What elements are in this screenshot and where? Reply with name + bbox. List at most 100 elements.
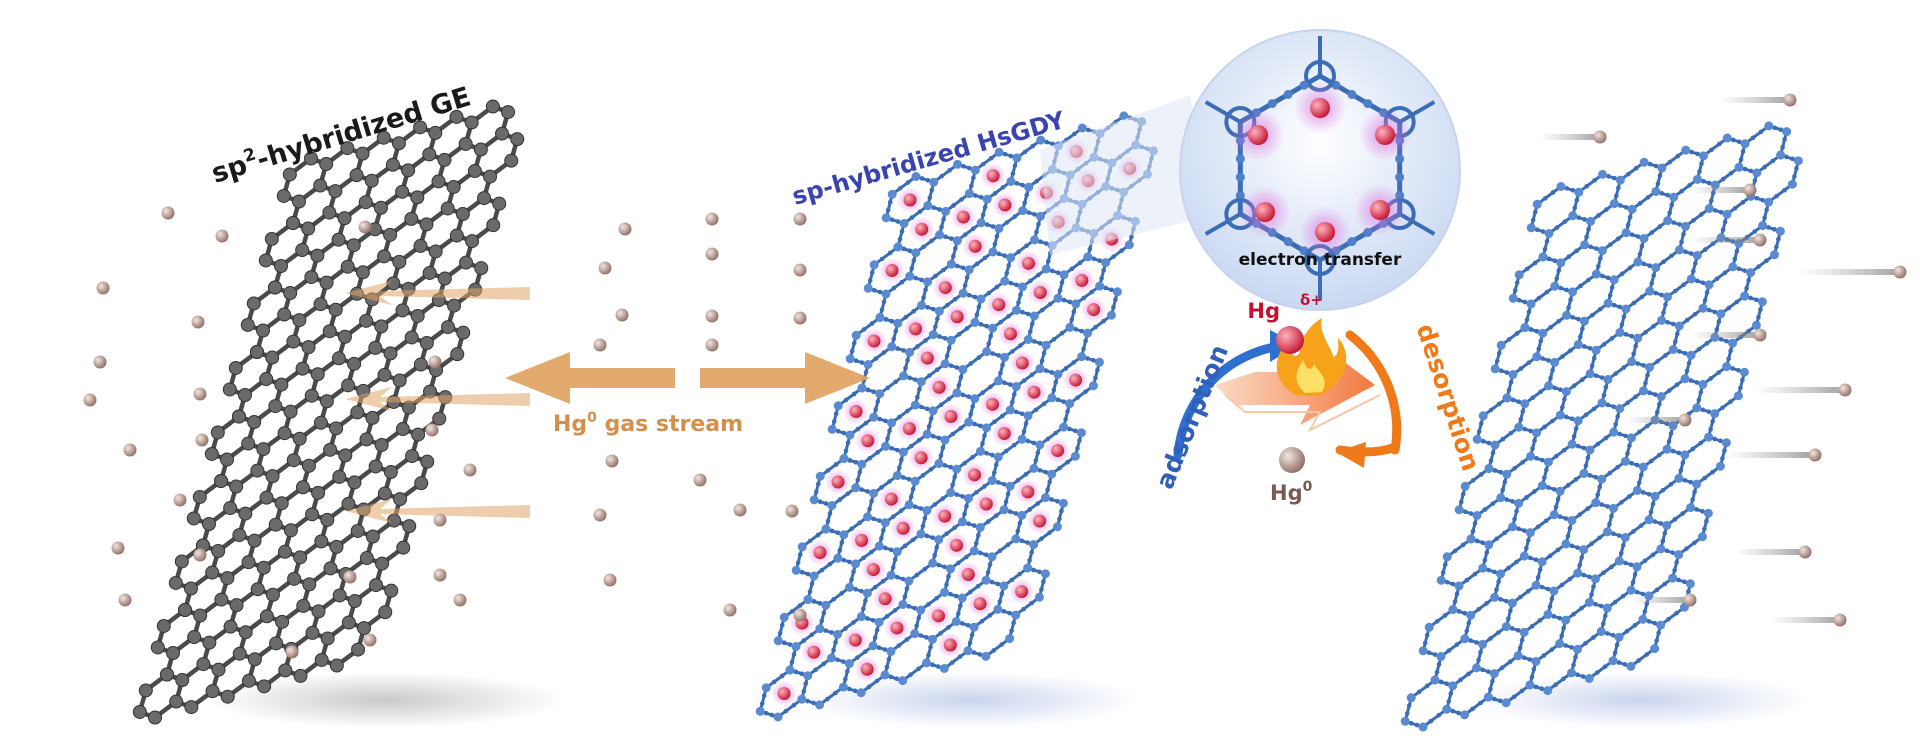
acetylene-node [1008, 280, 1013, 286]
acetylene-node [1545, 586, 1551, 592]
acetylene-node [1500, 487, 1506, 493]
bond [1511, 355, 1539, 376]
acetylene-node [897, 414, 902, 420]
carbon-atom [999, 505, 1009, 515]
acetylene-node [1545, 485, 1551, 490]
acetylene-node [1772, 227, 1777, 232]
carbon-atom [1740, 291, 1750, 301]
acetylene-node [928, 644, 933, 650]
carbon-atom [274, 259, 288, 273]
carbon-atom [1704, 280, 1714, 290]
hg-atom-desorbed [1753, 233, 1767, 247]
hg-atom-gas [693, 473, 707, 487]
carbon-atom [946, 259, 956, 269]
hg-ion-adsorbed [931, 609, 945, 623]
carbon-atom [1065, 399, 1075, 409]
hg-ion-adsorbed [956, 210, 970, 224]
acetylene-node [1530, 446, 1535, 451]
hg-ion-adsorbed [944, 409, 958, 423]
carbon-atom [283, 523, 298, 538]
carbon-atom [916, 377, 926, 387]
carbon-atom [410, 308, 425, 323]
acetylene-node [1444, 579, 1450, 585]
acetylene-node [987, 562, 993, 567]
acetylene-node [1653, 392, 1658, 397]
bond [937, 520, 964, 542]
acetylene-node [951, 203, 956, 208]
acetylene-node [1472, 521, 1478, 526]
carbon-atom [420, 454, 435, 469]
carbon-atom [277, 307, 292, 322]
acetylene-node [1640, 591, 1646, 597]
carbon-atom [1041, 340, 1051, 350]
acetylene-node [1599, 502, 1604, 507]
acetylene-node [1722, 219, 1728, 225]
carbon-atom [845, 354, 855, 364]
acetylene-node [845, 491, 851, 496]
carbon-atom [963, 646, 973, 656]
acetylene-node [1460, 542, 1466, 548]
bond [1618, 389, 1645, 411]
bond [955, 221, 983, 243]
bond [1104, 243, 1131, 265]
acetylene-node [1488, 458, 1494, 463]
acetylene-node [1656, 402, 1662, 407]
acetylene-node [867, 278, 873, 283]
acetylene-node [890, 565, 896, 570]
acetylene-node [1008, 382, 1013, 387]
acetylene-node [919, 277, 924, 283]
hg-atom-gas [705, 247, 719, 261]
carbon-atom [952, 236, 962, 246]
acetylene-node [1011, 442, 1017, 448]
acetylene-node [984, 222, 990, 227]
acetylene-node [1665, 319, 1670, 325]
acetylene-node [1472, 571, 1478, 577]
acetylene-node [849, 348, 855, 354]
carbon-atom [1501, 622, 1511, 632]
acetylene-node [1504, 598, 1509, 604]
acetylene-node [1569, 543, 1575, 549]
acetylene-node [913, 377, 918, 382]
hg-atom-gas [603, 573, 617, 587]
acetylene-node [1666, 388, 1672, 393]
carbon-atom [413, 120, 428, 135]
hg-ion-adsorbed [938, 509, 952, 523]
acetylene-node [1587, 574, 1592, 580]
acetylene-node [807, 538, 813, 544]
carbon-atom [1680, 374, 1690, 384]
hg-trail [1690, 187, 1750, 193]
hg-trail [1690, 237, 1760, 243]
carbon-atom [346, 238, 361, 253]
carbon-atom [833, 553, 843, 563]
carbon-atom [311, 485, 326, 500]
carbon-atom [951, 617, 961, 627]
carbon-atom [1662, 444, 1672, 454]
carbon-atom [449, 228, 464, 243]
carbon-atom [347, 475, 362, 490]
carbon-atom [1483, 692, 1493, 702]
acetylene-node [1581, 445, 1587, 451]
carbon-atom [1023, 563, 1033, 573]
acetylene-node [866, 684, 872, 690]
hg-atom-gas [705, 338, 719, 352]
acetylene-node [897, 186, 903, 191]
acetylene-node [1576, 215, 1582, 220]
acetylene-node [1684, 546, 1689, 551]
carbon-atom [999, 581, 1009, 591]
acetylene-node [1573, 654, 1578, 660]
acetylene-node [1708, 426, 1713, 432]
carbon-atom [1059, 270, 1069, 280]
hg-ion-adsorbed [949, 538, 963, 552]
acetylene-node [1589, 363, 1595, 369]
acetylene-node [1624, 628, 1630, 634]
acetylene-node [1029, 321, 1035, 327]
carbon-atom [392, 254, 407, 269]
carbon-atom [1448, 605, 1458, 614]
acetylene-node [1005, 491, 1011, 497]
acetylene-node [978, 195, 984, 200]
acetylene-node [1524, 266, 1530, 272]
acetylene-node [1550, 367, 1555, 373]
carbon-atom [1555, 410, 1565, 420]
acetylene-node [1666, 616, 1671, 622]
acetylene-node [1666, 439, 1672, 444]
